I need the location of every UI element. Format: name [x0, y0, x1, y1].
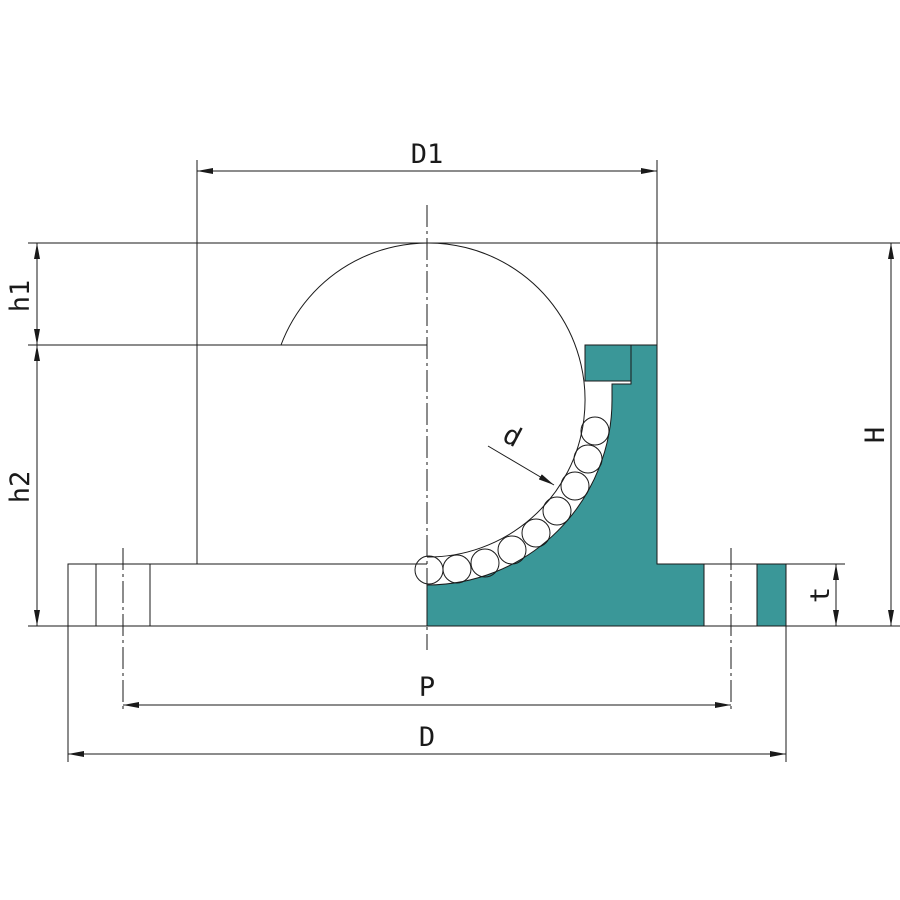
center-lines	[122, 205, 732, 712]
support-ball	[442, 554, 472, 584]
label-h: H	[860, 427, 891, 443]
housing-outline-left	[196, 344, 281, 564]
label-d1: D1	[411, 139, 444, 170]
housing-section	[426, 344, 705, 627]
dimension-lines	[34, 168, 894, 757]
leader-line-d	[487, 445, 555, 486]
support-ball	[521, 518, 551, 548]
flange-outline-left	[67, 563, 427, 627]
support-ball	[573, 444, 603, 474]
support-ball	[497, 535, 527, 565]
label-p: P	[419, 672, 435, 703]
label-h1: h1	[5, 280, 36, 313]
flange-bolt-ring-section	[756, 563, 787, 627]
support-balls	[414, 416, 610, 585]
dimension-labels: D1 h1 h2 H t d P D	[5, 139, 891, 753]
label-h2: h2	[5, 471, 36, 504]
support-ball	[470, 548, 500, 578]
extension-lines	[28, 160, 900, 762]
main-ball	[280, 242, 586, 558]
support-ball	[414, 555, 444, 585]
support-ball	[580, 416, 610, 446]
label-t: t	[805, 587, 836, 603]
support-ball	[560, 471, 590, 501]
label-d: D	[419, 722, 435, 753]
support-ball	[542, 496, 572, 526]
label-d-ball: d	[498, 419, 527, 454]
section-view	[426, 344, 787, 627]
retaining-ring-section	[584, 344, 632, 382]
